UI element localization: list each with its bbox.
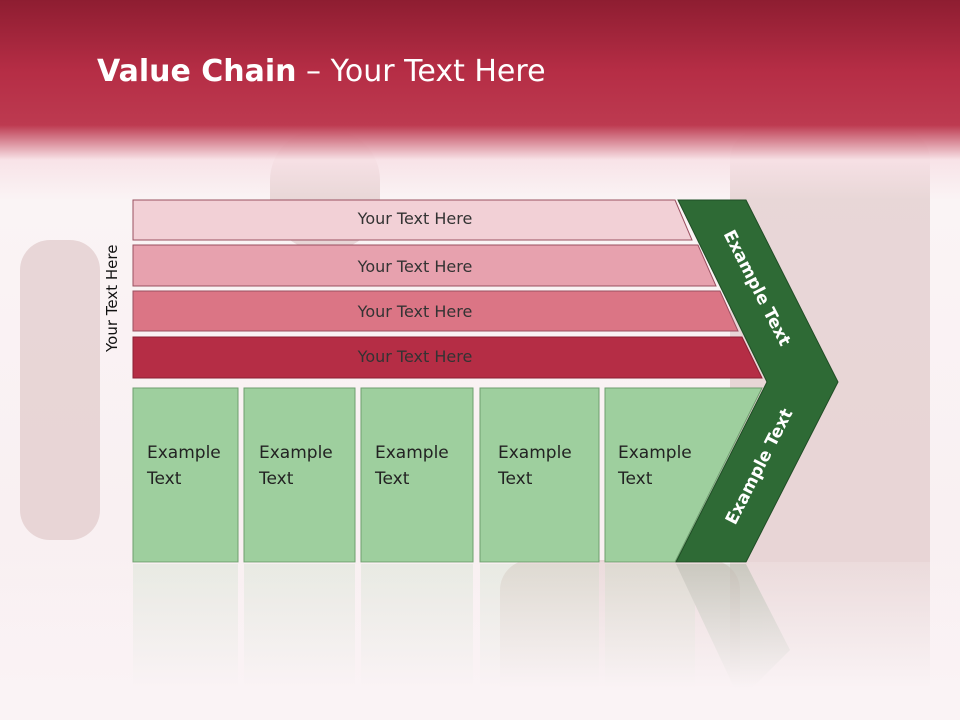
column-2-line2: Text xyxy=(259,469,294,489)
column-5-line2: Text xyxy=(618,469,653,489)
column-4-line2: Text xyxy=(498,469,533,489)
column-5-line1: Example xyxy=(618,443,692,463)
band-3-label: Your Text Here xyxy=(357,302,473,321)
band-2 xyxy=(132,244,717,287)
band-2-label: Your Text Here xyxy=(357,257,473,276)
side-label: Your Text Here xyxy=(103,244,121,352)
column-4-line1: Example xyxy=(498,443,572,463)
column-3-line1: Example xyxy=(375,443,449,463)
slide-title: Value Chain – Your Text Here xyxy=(97,54,546,89)
column-2-line1: Example xyxy=(259,443,333,463)
title-rest: – Your Text Here xyxy=(296,54,546,89)
column-3-line2: Text xyxy=(375,469,410,489)
header-band xyxy=(0,0,960,200)
background-figure-left xyxy=(20,240,100,540)
band-3 xyxy=(132,290,739,332)
band-4-label: Your Text Here xyxy=(357,347,473,366)
reflection-fade xyxy=(0,562,960,720)
column-1-line1: Example xyxy=(147,443,221,463)
band-1-label: Your Text Here xyxy=(357,209,473,228)
column-2 xyxy=(243,387,356,563)
column-4 xyxy=(479,387,600,563)
column-1 xyxy=(132,387,239,563)
band-1 xyxy=(132,199,693,241)
column-3 xyxy=(360,387,474,563)
band-4 xyxy=(132,336,763,379)
column-1-line2: Text xyxy=(147,469,182,489)
title-bold: Value Chain xyxy=(97,54,297,89)
